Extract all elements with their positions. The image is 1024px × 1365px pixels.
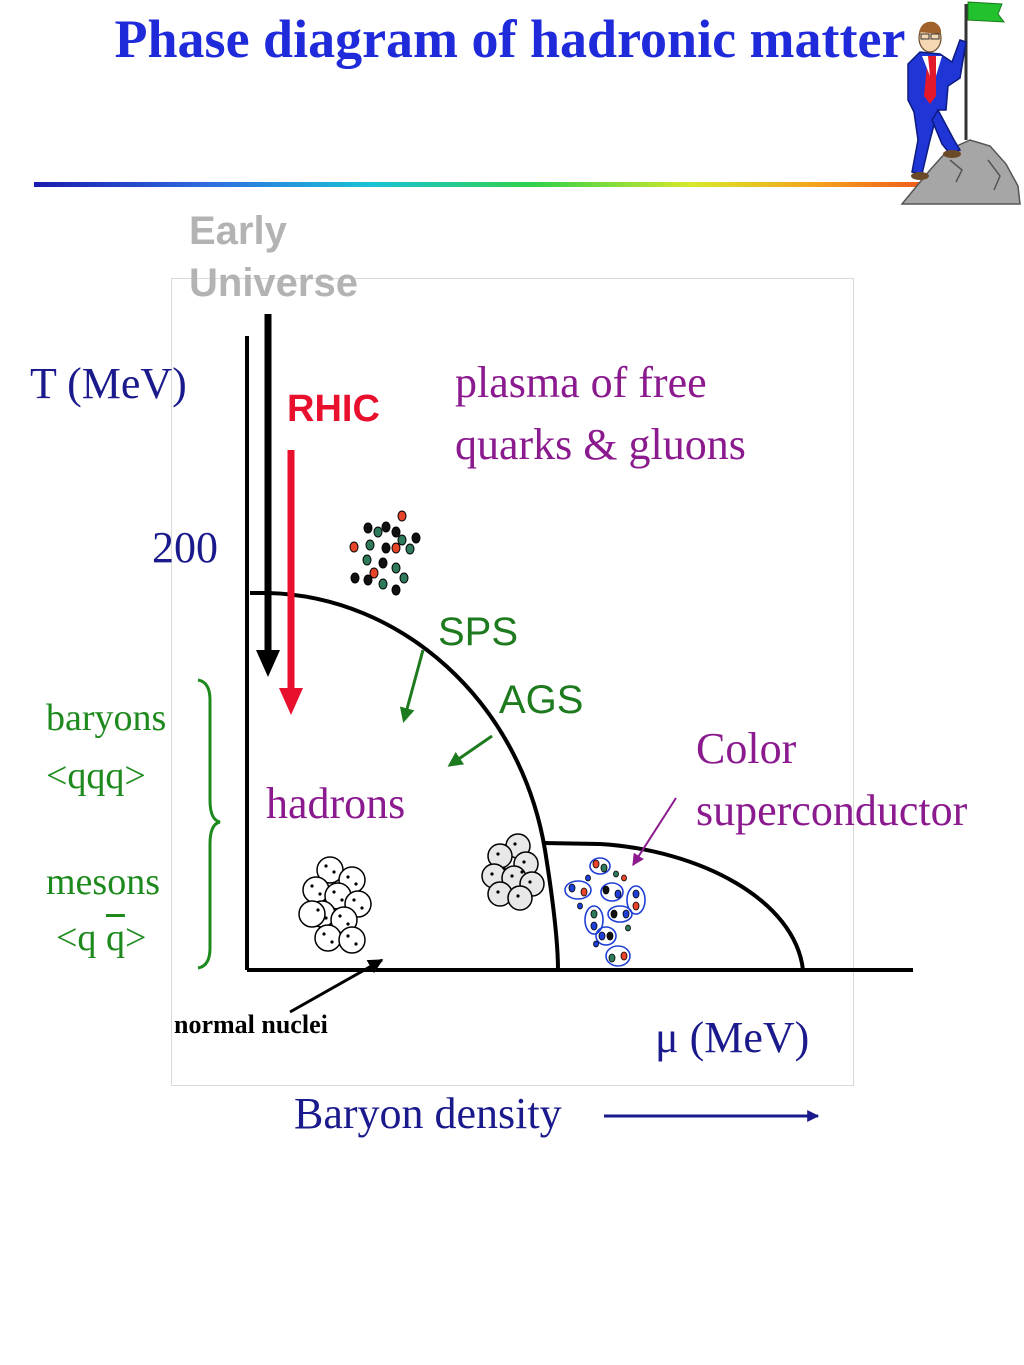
hadron-brace — [197, 678, 221, 970]
baryon-quark-content: <qqq> — [46, 755, 146, 797]
meson-open: <q — [56, 917, 106, 959]
dense-nucleus-cluster — [481, 833, 545, 911]
man-with-flag-on-mountain-icon — [900, 1, 1021, 205]
title-divider — [34, 182, 924, 187]
cooper-pair-quarks — [568, 859, 640, 963]
slide-title: Phase diagram of hadronic matter — [114, 9, 906, 69]
normal-nuclei-arrow — [289, 958, 384, 1014]
rhic-arrow — [279, 450, 303, 715]
meson-close: > — [124, 917, 147, 959]
rhic-label: RHIC — [287, 388, 380, 430]
cooper-pair-rings — [564, 857, 646, 967]
ags-label: AGS — [499, 678, 584, 722]
color-superconductor-pointer — [632, 797, 677, 867]
chemical-potential-axis-label: μ (MeV) — [655, 1013, 810, 1062]
early-universe-label: Early Universe — [189, 209, 358, 305]
sps-label: SPS — [438, 610, 519, 654]
normal-nuclei-label: normal nuclei — [174, 1010, 328, 1039]
ags-arrow — [447, 734, 493, 767]
temperature-axis-label: T (MeV) — [30, 359, 187, 408]
color-superconductor-label: Color superconductor — [696, 724, 968, 835]
baryons-label: baryons — [46, 697, 167, 739]
meson-quark-content: <q q> — [56, 916, 146, 960]
temperature-tick-label: 200 — [152, 523, 218, 572]
hadron-qgp-phase-boundary — [250, 591, 560, 971]
early-universe-arrow — [256, 314, 280, 677]
color-superconductor-boundary — [542, 841, 805, 971]
qgp-particles — [349, 510, 421, 596]
baryon-density-label: Baryon density — [294, 1089, 562, 1138]
dense-nucleus-dots — [490, 842, 532, 898]
quark-gluon-plasma-label: plasma of free quarks & gluons — [455, 358, 746, 469]
normal-nucleus-cluster — [298, 856, 372, 954]
hadrons-label: hadrons — [266, 779, 406, 828]
normal-nucleus-dots — [310, 864, 364, 946]
diagram-frame — [171, 278, 854, 1086]
antiquark: q — [105, 917, 125, 959]
sps-arrow — [399, 649, 425, 723]
mesons-label: mesons — [46, 861, 160, 903]
